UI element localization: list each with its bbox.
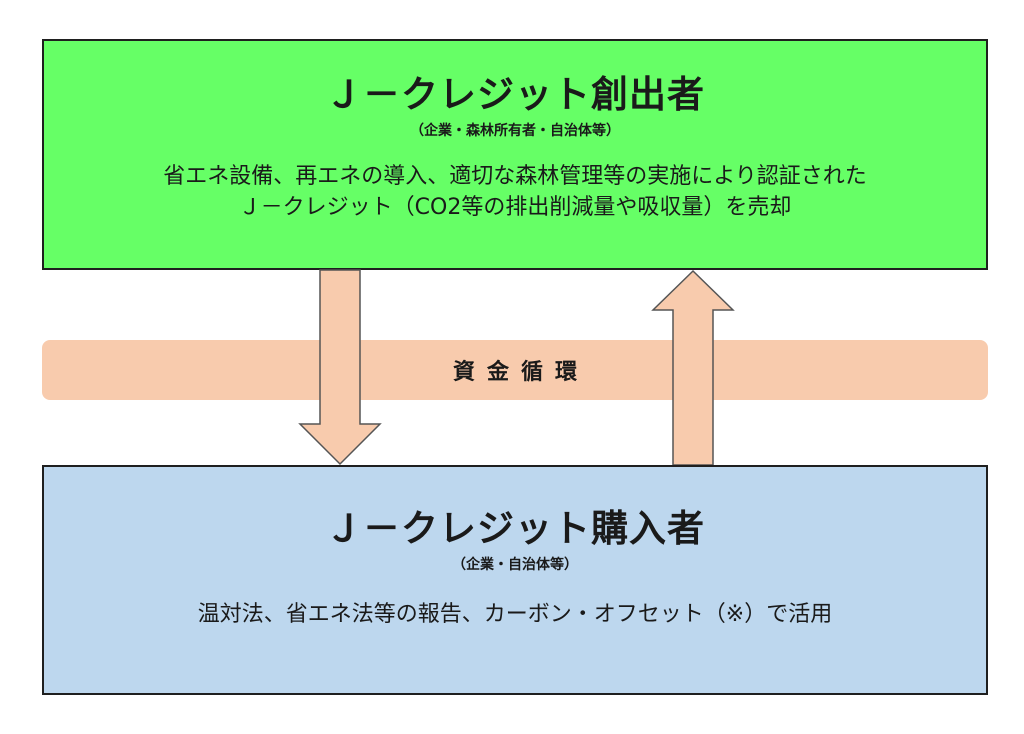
buyer-title: Ｊ－クレジット購入者 bbox=[325, 507, 705, 550]
buyer-box: Ｊ－クレジット購入者 （企業・自治体等） 温対法、省エネ法等の報告、カーボン・オ… bbox=[42, 465, 988, 695]
creator-description: 省エネ設備、再エネの導入、適切な森林管理等の実施により認証された Ｊ－クレジット… bbox=[44, 161, 986, 223]
funding-cycle-band: 資金循環 bbox=[42, 340, 988, 400]
down-arrow-icon bbox=[298, 269, 382, 466]
buyer-description: 温対法、省エネ法等の報告、カーボン・オフセット（※）で活用 bbox=[44, 599, 986, 630]
buyer-subtitle: （企業・自治体等） bbox=[452, 557, 578, 573]
creator-box: Ｊ－クレジット創出者 （企業・森林所有者・自治体等） 省エネ設備、再エネの導入、… bbox=[42, 39, 988, 270]
creator-subtitle: （企業・森林所有者・自治体等） bbox=[410, 123, 620, 139]
funding-cycle-label: 資金循環 bbox=[452, 360, 589, 385]
creator-description-line-1: 省エネ設備、再エネの導入、適切な森林管理等の実施により認証された bbox=[163, 164, 867, 189]
creator-title: Ｊ－クレジット創出者 bbox=[325, 73, 705, 116]
up-arrow-icon bbox=[651, 269, 735, 466]
buyer-description-line-1: 温対法、省エネ法等の報告、カーボン・オフセット（※）で活用 bbox=[197, 602, 833, 627]
creator-description-line-2: Ｊ－クレジット（CO2等の排出削減量や吸収量）を売却 bbox=[238, 195, 792, 220]
